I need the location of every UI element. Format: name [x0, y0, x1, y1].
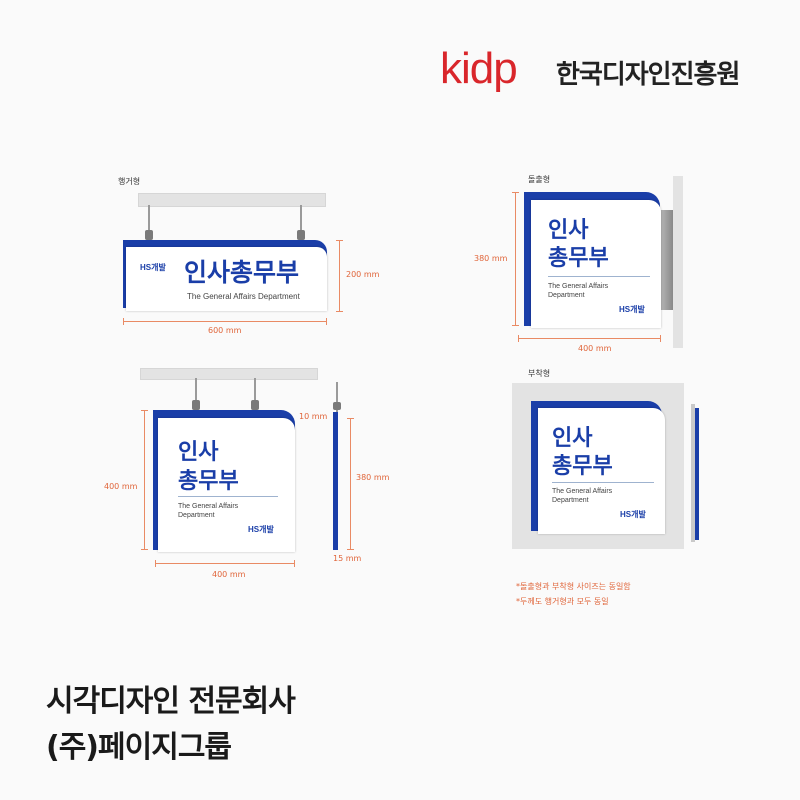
note-line-1: *돌출형과 부착형 사이즈는 동일함: [516, 582, 631, 591]
sign-english-line1: The General Affairs: [548, 283, 609, 290]
sign-title: 인사총무부: [184, 258, 300, 287]
dim-square-height-label: 400 mm: [104, 482, 138, 491]
sign-square-face: 인사 총무부 The General Affairs Department HS…: [158, 418, 295, 552]
dim-side-height-label: 380 mm: [356, 473, 390, 482]
ceiling-bar-square: [140, 368, 318, 380]
mount-bracket: [661, 210, 673, 310]
hanger-clamp-right: [297, 230, 305, 240]
sign-logo: HS개발: [248, 525, 274, 534]
dim-width-line: [123, 321, 327, 322]
sign-title-line2: 총무부: [548, 246, 609, 271]
dim-height-line: [339, 240, 340, 312]
hanging-label: 행거형: [118, 177, 141, 186]
sign-logo: HS개발: [619, 305, 645, 314]
footer-line-1: 시각디자인 전문회사: [46, 684, 296, 719]
sign-title-line2: 총무부: [552, 454, 613, 479]
wall-side-view: [691, 404, 699, 542]
wall-label: 부착형: [528, 369, 551, 378]
hanger-clamp-left: [145, 230, 153, 240]
note-line-2: *두께도 행거형과 모두 동일: [516, 597, 609, 606]
sign-projecting-face: 인사 총무부 The General Affairs Department HS…: [531, 200, 661, 328]
sign-horizontal-face: HS개발 인사총무부 The General Affairs Departmen…: [126, 247, 327, 311]
hanger-rod-right: [300, 205, 302, 233]
sign-title-line1: 인사: [548, 218, 589, 243]
dim-square-width-label: 400 mm: [212, 570, 246, 579]
sign-side-view: [333, 412, 338, 550]
hanger-rod-left: [148, 205, 150, 233]
dim-width-label: 600 mm: [208, 326, 242, 335]
footer-line-2: (주)페이지그룹: [46, 730, 232, 765]
sign-english-line2: Department: [548, 292, 585, 299]
sign-title-line1: 인사: [552, 426, 593, 451]
sign-logo: HS개발: [140, 263, 166, 272]
wall-strip: [673, 176, 683, 348]
sign-english-line2: Department: [552, 497, 589, 504]
dim-gap-label: 10 mm: [299, 412, 328, 421]
dim-projecting-height-label: 380 mm: [474, 254, 508, 263]
sign-logo: HS개발: [620, 510, 646, 519]
dim-height-label: 200 mm: [346, 270, 380, 279]
ceiling-bar: [138, 193, 326, 207]
org-name: 한국디자인진흥원: [556, 60, 740, 90]
dim-thickness-label: 15 mm: [333, 554, 362, 563]
dim-projecting-width-label: 400 mm: [578, 344, 612, 353]
sign-english-line1: The General Affairs: [178, 503, 239, 510]
kidp-logo-text: kidp: [440, 44, 518, 93]
sign-title-line2: 총무부: [178, 469, 239, 494]
sign-english: The General Affairs Department: [187, 292, 300, 301]
sign-title-line1: 인사: [178, 440, 219, 465]
sign-english-line2: Department: [178, 512, 215, 519]
projecting-label: 돌출형: [528, 175, 551, 184]
sign-wall-face: 인사 총무부 The General Affairs Department HS…: [538, 408, 665, 534]
sign-english-line1: The General Affairs: [552, 488, 613, 495]
